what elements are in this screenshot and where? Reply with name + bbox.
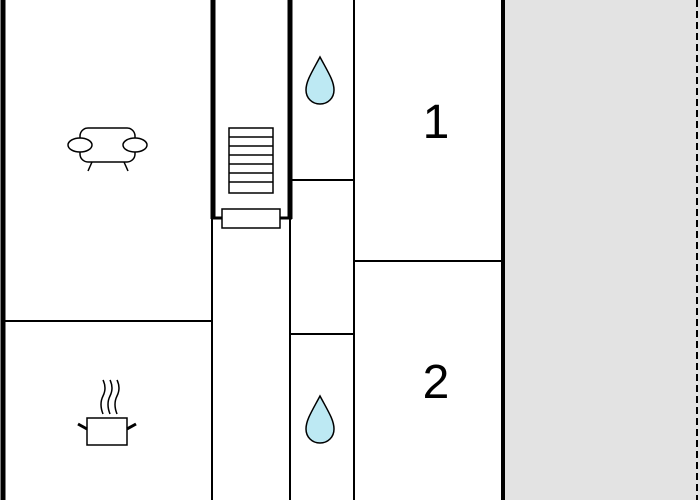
stairs-icon [228, 127, 274, 194]
water-drop-icon [305, 55, 335, 105]
room-number-1: 1 [423, 96, 450, 149]
staircase [210, 0, 293, 229]
water-drop-icon [305, 394, 335, 444]
room-number-2: 2 [423, 356, 450, 409]
sofa-icon [67, 127, 148, 172]
outdoor-area [504, 0, 700, 500]
cooking-pot-icon [77, 379, 137, 446]
stair-landing [221, 208, 281, 229]
